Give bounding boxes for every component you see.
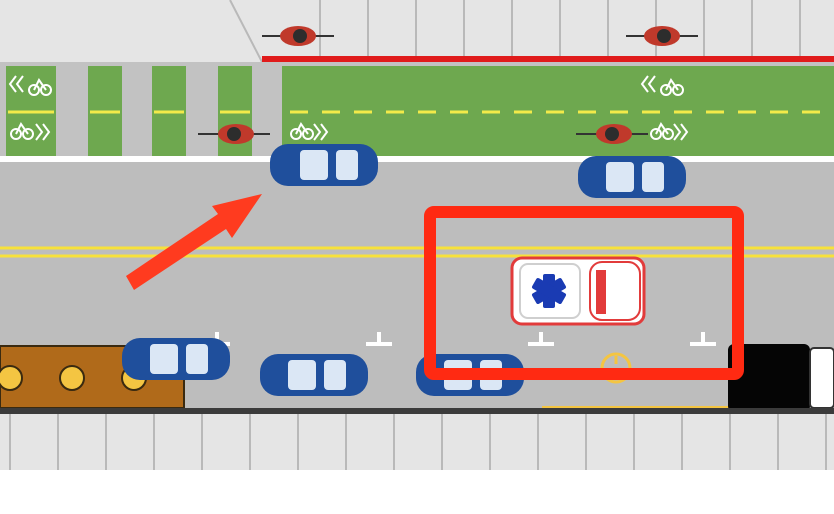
- truck-icon: [728, 344, 834, 412]
- cyclist-icon: [262, 26, 334, 46]
- car-icon: [122, 338, 230, 380]
- bike-sharrow-icon: [8, 75, 52, 96]
- bike-sharrow-icon: [10, 122, 51, 141]
- bottom-sidewalk: [0, 408, 834, 470]
- ambulance-icon: [510, 256, 646, 326]
- cyclist-icon: [626, 26, 698, 46]
- star-of-life-icon: [532, 274, 566, 308]
- car-icon: [270, 144, 378, 186]
- car-icon: [578, 156, 686, 198]
- top-sidewalk: [0, 0, 834, 63]
- red-curb: [262, 56, 834, 62]
- bike-sharrow-icon: [640, 75, 684, 96]
- cyclist-icon: [576, 124, 648, 144]
- bike-lane: [0, 62, 834, 162]
- bike-sharrow-icon: [290, 122, 329, 141]
- bike-sharrow-icon: [650, 122, 689, 141]
- callout-box-icon: [424, 206, 744, 380]
- arrow-icon: [126, 194, 262, 290]
- cyclist-icon: [198, 124, 270, 144]
- car-icon: [260, 354, 368, 396]
